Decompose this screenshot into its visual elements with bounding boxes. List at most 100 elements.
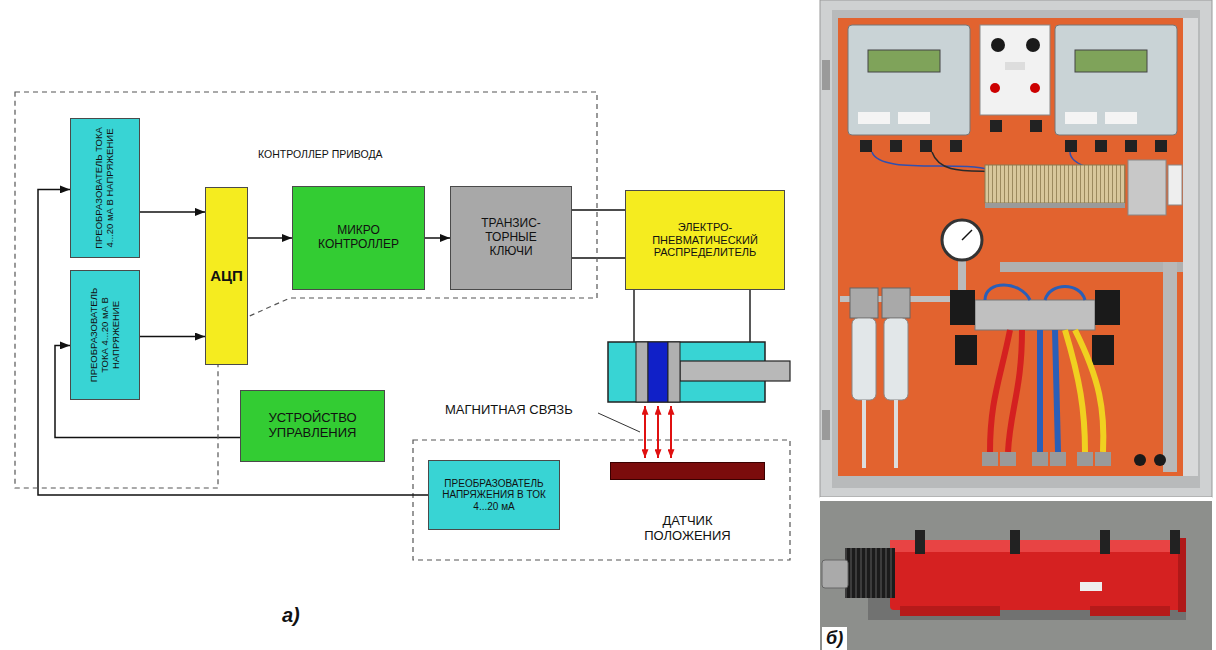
- cabinet-photo: [985, 285, 1030, 300]
- cabinet-photo: [852, 318, 876, 400]
- magnetic-arrows: [644, 406, 646, 458]
- cabinet-photo: [862, 400, 866, 468]
- converter-box: ПРЕОБРАЗОВАТЕЛЬ ТОКА 4...20 мА В НАПРЯЖЕ…: [70, 270, 140, 400]
- cabinet-photo: [920, 140, 932, 152]
- cabinet-photo: [1000, 452, 1016, 466]
- sensor-photo: [822, 560, 848, 588]
- cabinet-photo: [872, 152, 990, 170]
- region-title: КОНТРОЛЛЕР ПРИВОДА: [258, 148, 383, 160]
- callout-label: МАГНИТНАЯ СВЯЗЬ: [445, 403, 573, 418]
- cabinet-photo: [820, 0, 1212, 497]
- cabinet-photo: [1163, 262, 1177, 472]
- valve-box: ЭЛЕКТРО- ПНЕВМАТИЧЕСКИЙ РАСПРЕДЕЛИТЕЛЬ: [625, 190, 785, 290]
- node-text: ПРЕОБРАЗОВАТЕЛЬ ТОКА 4...20 мА В НАПРЯЖЕ…: [94, 124, 116, 252]
- connector: [425, 237, 450, 239]
- sensor-group-outline: [413, 440, 790, 560]
- cabinet-photo: [1095, 452, 1111, 466]
- cabinet-photo: [1077, 452, 1093, 466]
- sensor-photo: [820, 497, 1212, 650]
- cabinet-photo: [975, 300, 1095, 330]
- node-text: АЦП: [210, 267, 243, 284]
- cabinet-photo: [1030, 120, 1042, 132]
- sensor-caption: ДАТЧИК ПОЛОЖЕНИЯ: [638, 514, 738, 544]
- figure-label: б): [822, 627, 847, 650]
- cabinet-photo: [1092, 335, 1114, 365]
- rotated-text: ПРЕОБРАЗОВАТЕЛЬ ТОКА 4...20 мА В НАПРЯЖЕ…: [94, 124, 116, 252]
- cabinet-photo: [1075, 330, 1103, 452]
- box-text: ТРАНЗИС- ТОРНЫЕ КЛЮЧИ: [471, 217, 551, 258]
- cabinet-photo: [894, 400, 898, 468]
- box-text: МИКРО КОНТРОЛЛЕР: [309, 224, 409, 252]
- cabinet-photo: [942, 220, 982, 260]
- adc-box: АЦП: [205, 187, 248, 365]
- figure-label: а): [282, 604, 300, 627]
- sensor-photo: [890, 540, 1182, 610]
- cabinet-photo: [1128, 160, 1166, 215]
- cabinet-photo: [1030, 83, 1040, 93]
- connector: [140, 211, 205, 213]
- box-text: УСТРОЙСТВО УПРАВЛЕНИЯ: [250, 411, 375, 441]
- connector: [248, 237, 292, 239]
- pneumatic-cylinder: [636, 342, 648, 402]
- cabinet-photo: [1125, 140, 1137, 152]
- cabinet-photo: [962, 230, 972, 240]
- microcontroller-box: МИКРО КОНТРОЛЛЕР: [292, 186, 425, 290]
- cabinet-photo: [832, 10, 1200, 488]
- cabinet-photo: [1008, 330, 1022, 452]
- node-text: ПРЕОБРАЗОВАТЕЛЬ НАПРЯЖЕНИЯ В ТОК 4...20 …: [437, 478, 552, 513]
- cabinet-photo: [1168, 165, 1182, 205]
- cabinet-photo: [1005, 62, 1025, 70]
- pneumatic-cylinder: [668, 342, 680, 402]
- cabinet-photo: [1055, 25, 1177, 135]
- cabinet-photo: [950, 290, 975, 325]
- sensor-photo: [890, 540, 1182, 552]
- figure-label: а): [282, 604, 300, 627]
- node-text: МИКРО КОНТРОЛЛЕР: [309, 224, 409, 252]
- sensor-photo: [900, 606, 1000, 616]
- sensor-photo: [915, 530, 925, 554]
- sensor-bar: [610, 462, 765, 480]
- pneumatic-cylinder: [608, 342, 790, 402]
- cabinet-photo: [890, 140, 902, 152]
- sensor-photo: [820, 501, 1212, 650]
- cabinet-photo: [882, 288, 910, 318]
- cabinet-photo: [1045, 287, 1085, 301]
- pneumatic-cylinder: [680, 361, 790, 381]
- node-text: ТРАНЗИС- ТОРНЫЕ КЛЮЧИ: [471, 217, 551, 258]
- magnetic-arrows: [670, 406, 672, 458]
- cabinet-photo: [868, 50, 940, 72]
- cabinet-photo: [1037, 330, 1043, 452]
- node-text: ЭЛЕКТРО- ПНЕВМАТИЧЕСКИЙ РАСПРЕДЕЛИТЕЛЬ: [640, 221, 770, 259]
- cabinet-photo: [1055, 330, 1058, 452]
- sensor-photo: [820, 497, 1212, 501]
- cabinet-photo: [955, 335, 977, 365]
- node-text: ПРЕОБРАЗОВАТЕЛЬ ТОКА 4...20 мА В НАПРЯЖЕ…: [89, 276, 122, 394]
- box-text: АЦП: [210, 267, 243, 284]
- pneumatic-lines: [633, 290, 635, 342]
- sensor-photo: [845, 548, 895, 598]
- pneumatic-lines: [749, 290, 751, 342]
- converter-box: ПРЕОБРАЗОВАТЕЛЬ ТОКА 4...20 мА В НАПРЯЖЕ…: [70, 118, 140, 258]
- cabinet-photo: [1000, 262, 1183, 272]
- sensor-photo: [1080, 582, 1102, 591]
- control-unit-box: УСТРОЙСТВО УПРАВЛЕНИЯ: [240, 390, 385, 462]
- pneumatic-cylinder: [648, 342, 668, 402]
- cabinet-photo: [822, 60, 830, 90]
- cabinet-photo: [1050, 452, 1066, 466]
- connector: [572, 209, 625, 211]
- cabinet-photo: [1075, 50, 1147, 72]
- cabinet-photo: [990, 120, 1002, 132]
- converter-box: ПРЕОБРАЗОВАТЕЛЬ НАПРЯЖЕНИЯ В ТОК 4...20 …: [428, 460, 560, 530]
- switch-box: ТРАНЗИС- ТОРНЫЕ КЛЮЧИ: [450, 186, 572, 290]
- cabinet-photo: [1183, 18, 1198, 476]
- cabinet-photo: [991, 38, 1005, 52]
- cabinet-photo: [1154, 454, 1166, 466]
- position-sensor: ДАТЧИК ПОЛОЖЕНИЯ: [610, 462, 765, 552]
- cabinet-photo: [1065, 112, 1097, 124]
- sensor-caption: ДАТЧИК ПОЛОЖЕНИЯ: [610, 514, 765, 544]
- cabinet-photo: [850, 288, 878, 318]
- cabinet-photo: [1065, 140, 1077, 152]
- cabinet-photo: [898, 112, 930, 124]
- magnetic-arrows: [645, 406, 671, 458]
